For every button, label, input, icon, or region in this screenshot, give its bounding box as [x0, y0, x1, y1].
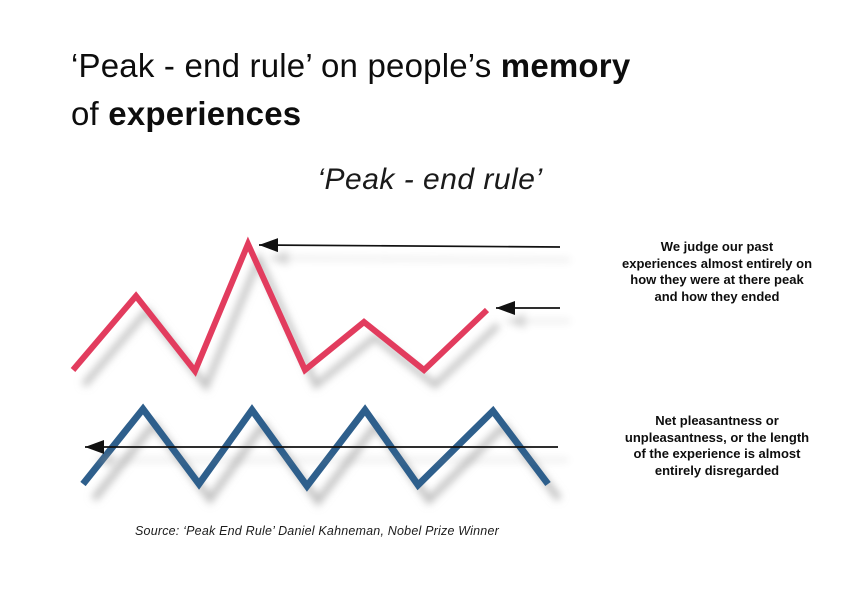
title-line2-bold: experiences: [108, 95, 302, 133]
uniform-experience-line: [80, 403, 551, 492]
annotation-line: unpleasantness, or the length: [624, 429, 810, 445]
annotation-peak-end: We judge our past experiences almost ent…: [588, 239, 846, 305]
peak-arrow: [258, 238, 561, 253]
page-title: ‘Peak - end rule’ on people’s memory of e…: [71, 42, 630, 138]
title-line1-bold: memory: [500, 47, 631, 84]
annotation-disregard: Net pleasantness or unpleasantness, or t…: [588, 413, 846, 479]
annotation-line: We judge our past: [660, 239, 774, 254]
annotation-line: how they were at there peak: [630, 272, 804, 287]
annotation-line: Net pleasantness or: [655, 413, 779, 428]
annotation-line: entirely disregarded: [654, 462, 780, 478]
annotation-line: of the experience is almost: [633, 446, 801, 461]
title-line2-normal: of: [71, 95, 109, 133]
experience-with-peak-and-end-line: [70, 236, 490, 377]
source-citation: Source: ‘Peak End Rule’ Daniel Kahneman,…: [135, 524, 499, 538]
annotation-line: experiences almost entirely on: [621, 255, 813, 271]
diagram-subtitle: ‘Peak - end rule’: [317, 163, 543, 196]
annotation-line: and how they ended: [654, 288, 780, 304]
title-line1-normal: ‘Peak - end rule’ on people’s: [71, 47, 501, 84]
